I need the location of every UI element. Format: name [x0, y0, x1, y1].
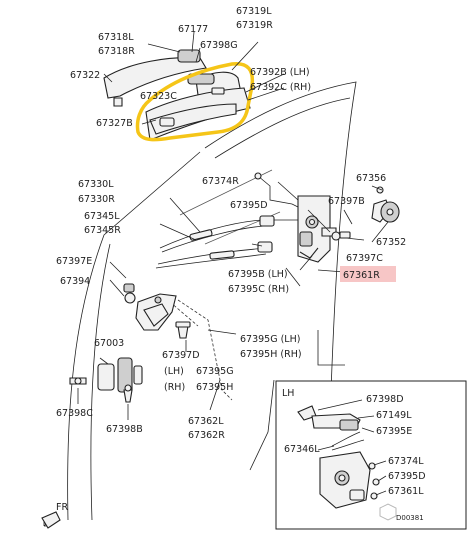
door-latch-assembly: [277, 181, 400, 287]
label-67392C: 67392C (RH): [250, 82, 311, 93]
inset-label-67149L: 67149L: [376, 410, 412, 421]
label-67330L: 67330L: [78, 179, 114, 190]
handle-stud: [113, 97, 123, 107]
label-67319R: 67319R: [236, 20, 273, 31]
label-67361R: 67361R: [343, 270, 380, 281]
label-67395H-2: 67395H: [196, 382, 233, 393]
handle-cover: [103, 57, 207, 99]
label-67003: 67003: [94, 338, 124, 349]
label-67395H: 67395H (RH): [240, 349, 302, 360]
outside-handle-assembly: [103, 31, 285, 142]
inset-label-67398D: 67398D: [366, 394, 404, 405]
label-67398B: 67398B: [106, 424, 143, 435]
label-67395G-2: 67395G: [196, 366, 234, 377]
inside-handle-assembly: [109, 261, 237, 411]
label-67397E: 67397E: [56, 256, 92, 267]
label-67374R: 67374R: [202, 176, 239, 187]
label-67397D: 67397D: [162, 350, 200, 361]
clip-67394: [124, 292, 136, 304]
label-67362L: 67362L: [188, 416, 224, 427]
label-67392B: 67392B (LH): [250, 67, 310, 78]
label-67345R: 67345R: [84, 225, 121, 236]
lock-actuator: [69, 357, 143, 420]
inset-label-67346L: 67346L: [284, 444, 320, 455]
label-67397B: 67397B: [328, 196, 365, 207]
label-lh-2: (LH): [164, 366, 184, 377]
label-67318L: 67318L: [98, 32, 134, 43]
label-rh-2: (RH): [164, 382, 185, 393]
label-67395D: 67395D: [230, 200, 268, 211]
inset-code: D00381: [396, 514, 424, 522]
label-67177: 67177: [178, 24, 208, 35]
inset-frame: [275, 380, 467, 530]
cable-end-lower: [257, 241, 273, 253]
screw-67397D: [177, 325, 189, 339]
front-arrow-head-icon: [41, 511, 61, 529]
label-67322: 67322: [70, 70, 100, 81]
actuator-body-a: [97, 363, 115, 391]
bolt-67398B: [124, 384, 132, 392]
cable-clip-lower: [209, 250, 235, 260]
label-67345L: 67345L: [84, 211, 120, 222]
front-marker: FR: [41, 502, 68, 529]
inset-label-67395E: 67395E: [376, 426, 412, 437]
door-outline: [67, 81, 357, 521]
cable-assembly: [155, 172, 305, 401]
highlight-outline: [135, 61, 255, 142]
part-labels: 67318L 67318R 67177 67398G 67319L 67319R…: [56, 6, 406, 441]
watermark-logo: [379, 503, 397, 521]
callout-box: [340, 266, 396, 282]
key-cylinder-cap: [177, 49, 201, 63]
screw-67356: [376, 186, 384, 194]
label-67394: 67394: [60, 276, 90, 287]
callout-67361R: 67361R: [340, 266, 396, 282]
key-cylinder: [187, 73, 215, 85]
label-67395B: 67395B (LH): [228, 269, 288, 280]
label-67352: 67352: [376, 237, 406, 248]
label-67318R: 67318R: [98, 46, 135, 57]
label-67395C: 67395C (RH): [228, 284, 289, 295]
label-67397C: 67397C: [346, 253, 383, 264]
cable-end-upper: [259, 215, 275, 227]
lh-inset: LH 67398D 67149L 67395E 67346L 67374L 67…: [275, 380, 467, 530]
label-67319L: 67319L: [236, 6, 272, 17]
label-67330R: 67330R: [78, 194, 115, 205]
label-67398G: 67398G: [200, 40, 238, 51]
handle-clip: [159, 117, 175, 127]
label-67327B: 67327B: [96, 118, 133, 129]
inset-title: LH: [282, 388, 294, 399]
front-label: FR: [56, 502, 68, 513]
inset-label-67374L: 67374L: [388, 456, 424, 467]
label-67362R: 67362R: [188, 430, 225, 441]
label-67398C: 67398C: [56, 408, 93, 419]
inset-label-67361L: 67361L: [388, 486, 424, 497]
latch-screw: [331, 231, 341, 241]
inset-label-67395D: 67395D: [388, 471, 426, 482]
lock-rod: [257, 175, 305, 211]
label-67323C: 67323C: [140, 91, 177, 102]
handle-pad: [211, 87, 225, 95]
bolt-67398C: [74, 377, 82, 385]
label-67395G: 67395G (LH): [240, 334, 300, 345]
label-67356: 67356: [356, 173, 386, 184]
